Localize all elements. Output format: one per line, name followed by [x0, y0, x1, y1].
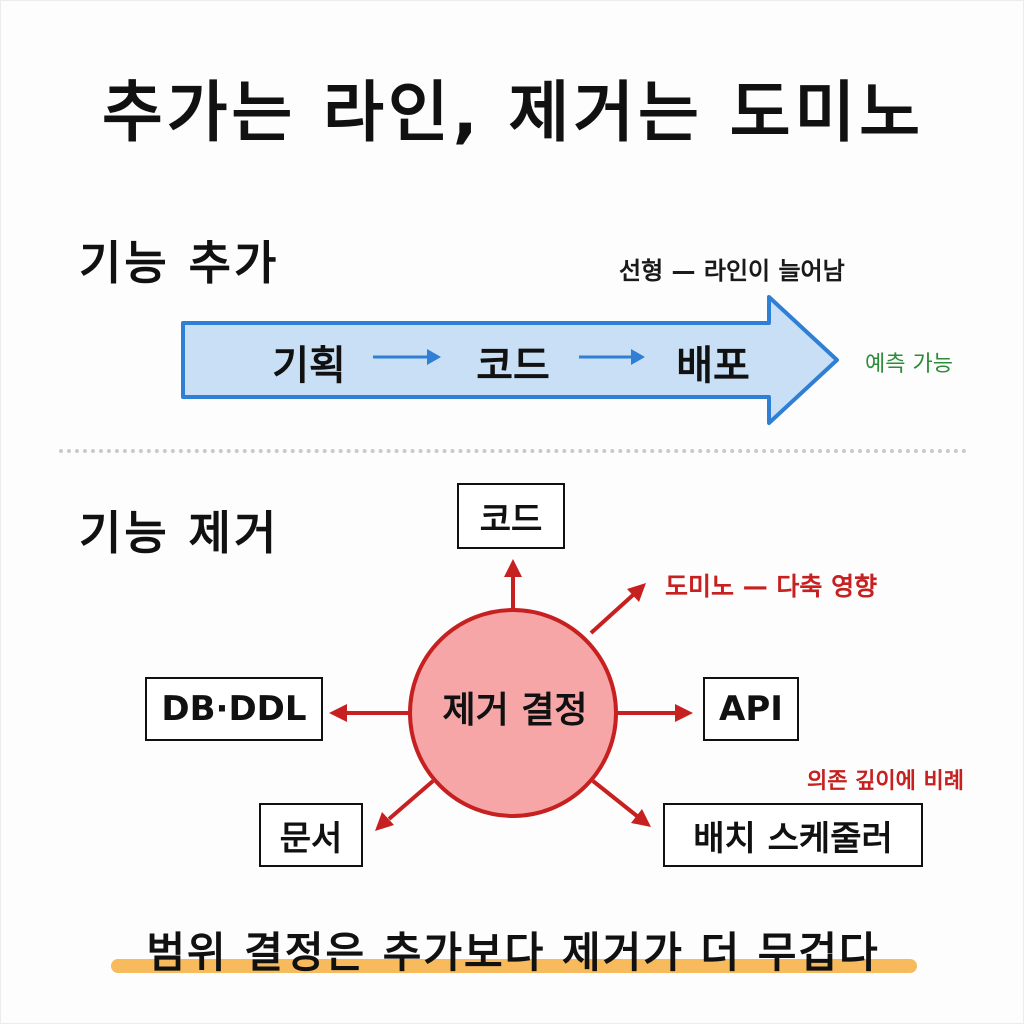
node-batch-scheduler: 배치 스케줄러: [663, 803, 923, 867]
page-title: 추가는 라인, 제거는 도미노: [102, 74, 924, 151]
remove-center-label: 제거 결정: [442, 690, 588, 731]
domino-caption: 도미노 — 다축 영향: [665, 572, 878, 601]
flow-arrow: [181, 295, 839, 425]
conclusion-text: 범위 결정은 추가보다 제거가 더 무겁다: [146, 928, 880, 977]
depth-caption: 의존 깊이에 비례: [807, 769, 964, 794]
arrow-to-db: [329, 704, 409, 722]
flow-step-plan: 기획: [272, 343, 346, 389]
remove-section-label: 기능 제거: [79, 506, 280, 560]
node-db-ddl: DB·DDL: [145, 677, 323, 741]
add-section-label: 기능 추가: [79, 236, 280, 290]
arrow-domino: [589, 583, 646, 635]
flow-step-code: 코드: [476, 343, 550, 389]
arrow-to-docs: [375, 779, 435, 831]
node-docs: 문서: [259, 803, 363, 867]
flow-step-arrow: [579, 349, 645, 365]
linear-caption: 선형 — 라인이 늘어남: [619, 257, 845, 285]
section-divider: [59, 449, 967, 453]
predictable-caption: 예측 가능: [865, 352, 953, 377]
flow-step-arrow: [373, 349, 441, 365]
arrow-to-batch: [591, 779, 651, 827]
arrow-to-code: [504, 559, 522, 609]
remove-center-circle: [408, 608, 618, 818]
arrow-to-api: [617, 704, 693, 722]
conclusion-highlight: [111, 959, 917, 973]
node-code: 코드: [457, 483, 565, 549]
flow-step-deploy: 배포: [676, 343, 750, 389]
node-api: API: [703, 677, 799, 741]
